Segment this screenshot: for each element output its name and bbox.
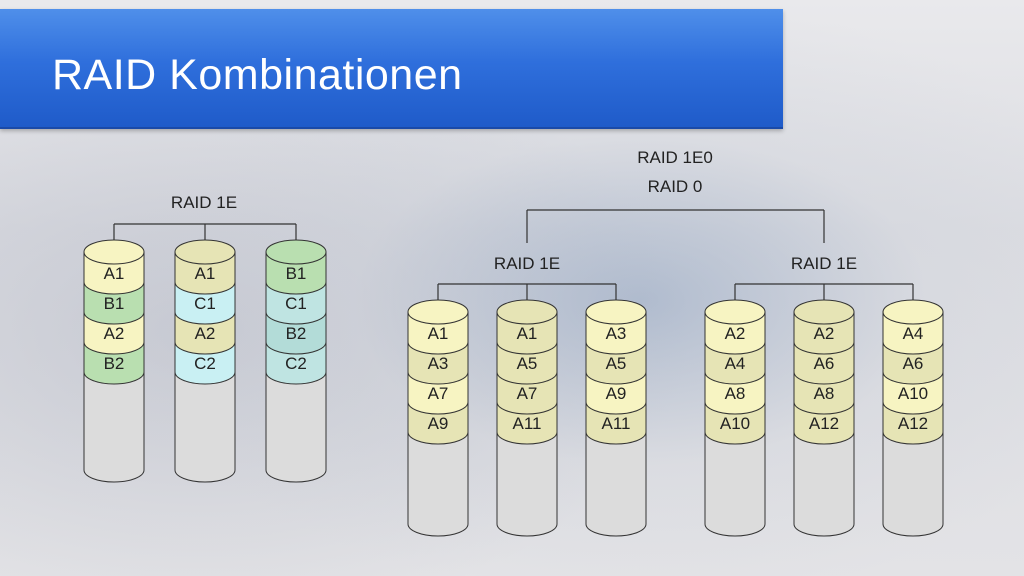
block-label: A6 (814, 354, 835, 373)
block-label: A1 (195, 264, 216, 283)
block-label: A11 (513, 414, 542, 433)
block-label: C1 (194, 294, 216, 313)
slide-title: RAID Kombinationen (52, 51, 463, 99)
block-label: B1 (286, 264, 307, 283)
block-label: A9 (606, 384, 627, 403)
block-label: A2 (814, 324, 835, 343)
block-label: A12 (898, 414, 928, 433)
raid1e-group2-label: RAID 1E (791, 254, 857, 273)
block-label: A10 (720, 414, 750, 433)
connector-group2 (734, 283, 914, 300)
block-label: C2 (285, 354, 307, 373)
raid0-label: RAID 0 (648, 177, 703, 196)
block-label: A3 (606, 324, 627, 343)
block-label: B1 (104, 294, 125, 313)
block-label: A8 (725, 384, 746, 403)
disk-top (882, 299, 944, 325)
disk-top (83, 239, 145, 265)
block-label: A1 (428, 324, 449, 343)
block-label: C2 (194, 354, 216, 373)
block-label: A1 (104, 264, 125, 283)
block-label: A7 (428, 384, 449, 403)
connector-top (526, 209, 825, 243)
disks-layer: A1B1A2B2A1C1A2C2B1C1B2C2A1A3A7A9A1A5A7A1… (83, 239, 944, 537)
block-label: A4 (903, 324, 924, 343)
block-label: A5 (517, 354, 538, 373)
connector-group1 (437, 283, 617, 300)
raid1e-group1-label: RAID 1E (494, 254, 560, 273)
block-label: A3 (428, 354, 449, 373)
raid1e-left-label: RAID 1E (171, 193, 237, 212)
disk-top (265, 239, 327, 265)
block-label: A2 (725, 324, 746, 343)
block-label: A10 (898, 384, 928, 403)
block-label: B2 (104, 354, 125, 373)
block-label: A8 (814, 384, 835, 403)
disk-top (585, 299, 647, 325)
block-label: A2 (195, 324, 216, 343)
title-bar: RAID Kombinationen (0, 9, 783, 129)
block-label: B2 (286, 324, 307, 343)
raid1e0-label: RAID 1E0 (637, 148, 713, 167)
block-label: C1 (285, 294, 307, 313)
disk-top (793, 299, 855, 325)
disk-top (407, 299, 469, 325)
block-label: A4 (725, 354, 746, 373)
block-label: A9 (428, 414, 449, 433)
block-label: A12 (809, 414, 839, 433)
block-label: A5 (606, 354, 627, 373)
block-label: A7 (517, 384, 538, 403)
disk-top (174, 239, 236, 265)
disk-top (704, 299, 766, 325)
block-label: A6 (903, 354, 924, 373)
block-label: A11 (602, 414, 631, 433)
connector-left (113, 223, 297, 240)
disk-top (496, 299, 558, 325)
block-label: A1 (517, 324, 538, 343)
block-label: A2 (104, 324, 125, 343)
